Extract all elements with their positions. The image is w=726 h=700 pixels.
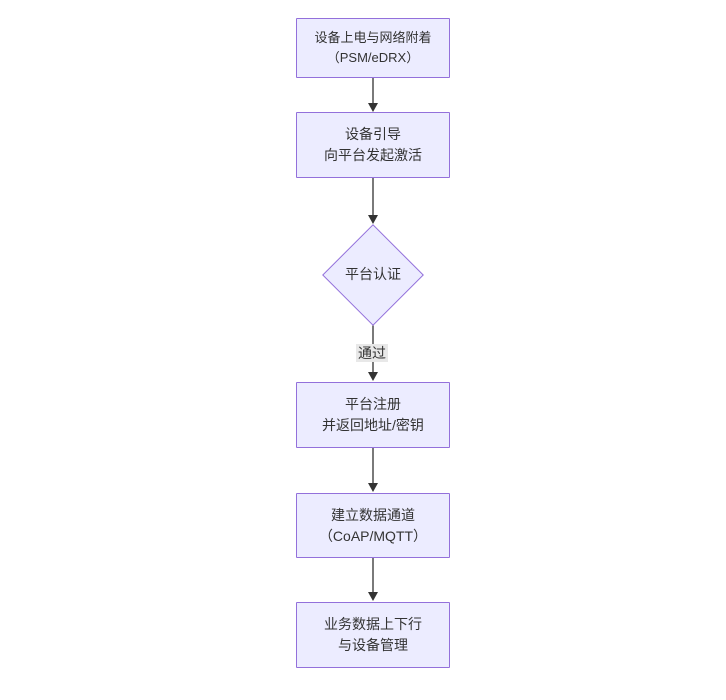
node-text-line: 建立数据通道 [331,506,415,523]
node-text-line: 设备引导 [345,126,401,142]
node-text-line: （PSM/eDRX） [326,50,420,65]
node-text-line: 与设备管理 [338,637,408,653]
node-platform-auth: 平台认证 [322,224,424,326]
arrow-register-to-channel [368,448,378,492]
arrow-power-to-bootstrap [368,78,378,112]
node-text-line: 设备上电与网络附着 [314,30,432,45]
node-business: 业务数据上下行 与设备管理 [296,602,450,668]
node-text-line: 业务数据上下行 [324,616,422,632]
node-bootstrap: 设备引导 向平台发起激活 [296,112,450,178]
arrow-bootstrap-to-auth [368,178,378,224]
edge-label-pass: 通过 [356,344,388,362]
node-text-line: 向平台发起激活 [324,147,422,163]
node-text-line: 平台注册 [345,396,401,412]
node-text-line: 并返回地址/密钥 [322,417,424,433]
node-text-line: （CoAP/MQTT） [318,527,428,544]
node-text-line: 平台认证 [345,266,401,282]
arrow-channel-to-business [368,558,378,601]
node-data-channel: 建立数据通道 （CoAP/MQTT） [296,493,450,558]
node-power-attach: 设备上电与网络附着 （PSM/eDRX） [296,18,450,78]
node-register: 平台注册 并返回地址/密钥 [296,382,450,448]
